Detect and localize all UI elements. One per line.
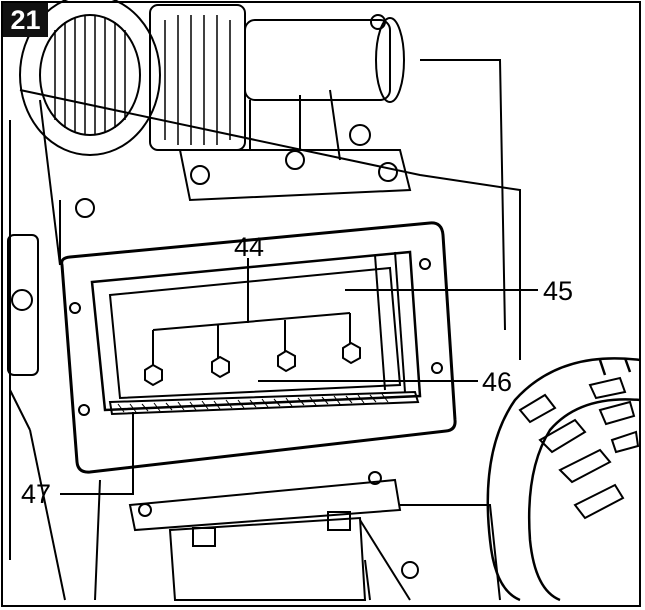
callout-47: 47	[21, 479, 52, 509]
callout-44: 44	[234, 232, 265, 262]
wheel-tread	[518, 376, 640, 520]
side-cover	[7, 234, 39, 376]
leader-47	[60, 412, 134, 495]
motor-mount-bolts	[75, 14, 398, 218]
leader-44	[152, 258, 351, 365]
flange-plate	[60, 221, 457, 474]
callout-leaders	[60, 258, 538, 495]
callout-45: 45	[543, 276, 574, 306]
callout-46: 46	[482, 367, 513, 397]
motor-cooling-fins	[54, 15, 231, 145]
lower-bracket	[128, 471, 402, 532]
flange-bolts	[69, 258, 443, 416]
discharge-chute	[108, 251, 406, 400]
blade-edge	[108, 390, 420, 416]
figure-number-badge: 21	[3, 3, 48, 37]
motor-assembly	[19, 0, 412, 202]
battery	[168, 511, 419, 601]
wheel	[486, 357, 641, 602]
machine-housing	[9, 59, 521, 601]
